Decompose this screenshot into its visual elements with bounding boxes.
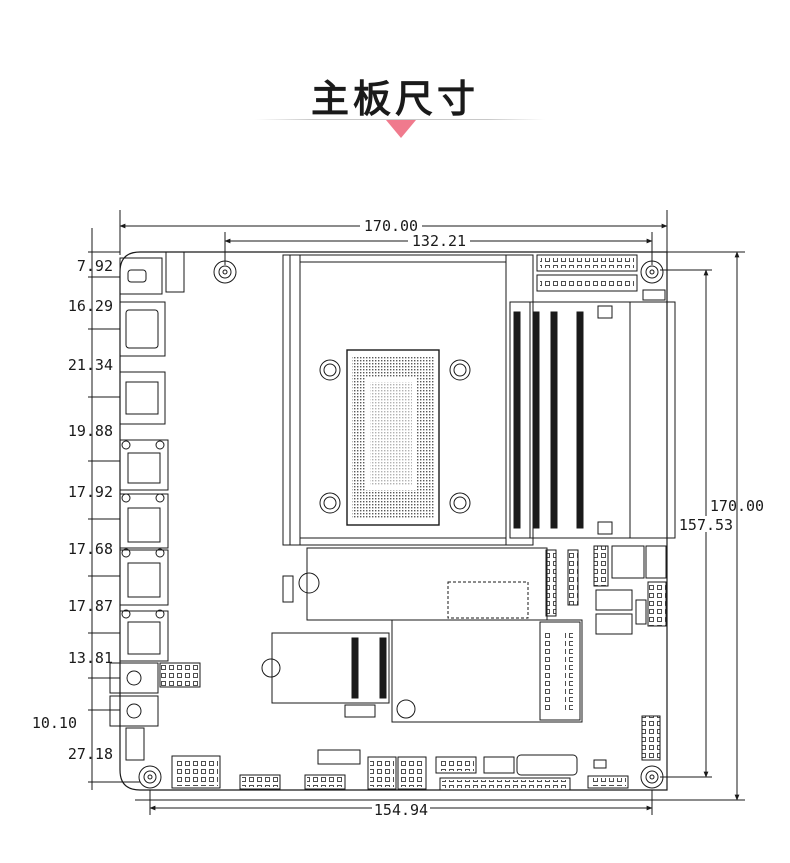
mount-hole-icon — [640, 765, 664, 789]
board-outline — [119, 251, 668, 791]
power-header — [165, 251, 185, 293]
screw-icon — [449, 492, 471, 514]
rear-io-ports — [109, 251, 201, 761]
dim-right-holes: 157.53 — [679, 516, 733, 534]
screw-icon — [449, 359, 471, 381]
top-right-headers — [536, 254, 666, 301]
mount-hole-icon — [138, 765, 162, 789]
title-arrow-icon — [386, 120, 416, 138]
dim-left-6: 17.87 — [68, 597, 113, 615]
dim-top-holes: 132.21 — [412, 232, 466, 250]
usb-lan-port — [119, 493, 169, 549]
com-port — [119, 610, 169, 662]
hdmi-port — [119, 371, 166, 425]
usb-lan-port — [119, 549, 169, 606]
screw-icon — [319, 359, 341, 381]
msata-slot — [271, 632, 390, 704]
screw-icon — [319, 492, 341, 514]
dim-left-9: 27.18 — [68, 745, 113, 763]
dim-left-4: 17.92 — [68, 483, 113, 501]
sodimm-slots — [509, 301, 676, 539]
dim-left-2: 21.34 — [68, 356, 113, 374]
title-divider — [255, 119, 545, 120]
page-title: 主板尺寸 — [310, 77, 479, 121]
dimension-labels: 170.00 132.21 170.00 157.53 154.94 7.92 … — [32, 217, 788, 819]
bottom-headers — [171, 749, 629, 791]
m2-slot — [391, 619, 583, 723]
mount-hole-icon — [213, 260, 237, 284]
vga-port — [119, 301, 166, 357]
mounting-holes — [138, 260, 664, 789]
dim-left-3: 19.88 — [68, 422, 113, 440]
dim-bottom-holes: 154.94 — [374, 801, 428, 819]
dc-jack-port — [119, 257, 163, 295]
dim-left-5: 17.68 — [68, 540, 113, 558]
audio-jack — [109, 662, 159, 694]
dim-top-overall: 170.00 — [364, 217, 418, 235]
com-port — [119, 439, 169, 491]
cpu-heatsink — [282, 254, 534, 546]
dim-left-7: 13.81 — [68, 649, 113, 667]
dim-left-1: 16.29 — [68, 297, 113, 315]
dim-left-0: 7.92 — [77, 257, 113, 275]
dim-right-overall: 170.00 — [710, 497, 764, 515]
pin-header — [125, 727, 145, 761]
audio-jack — [109, 695, 159, 727]
middle-components — [261, 545, 667, 761]
mount-hole-icon — [640, 260, 664, 284]
dim-left-8: 10.10 — [32, 714, 77, 732]
